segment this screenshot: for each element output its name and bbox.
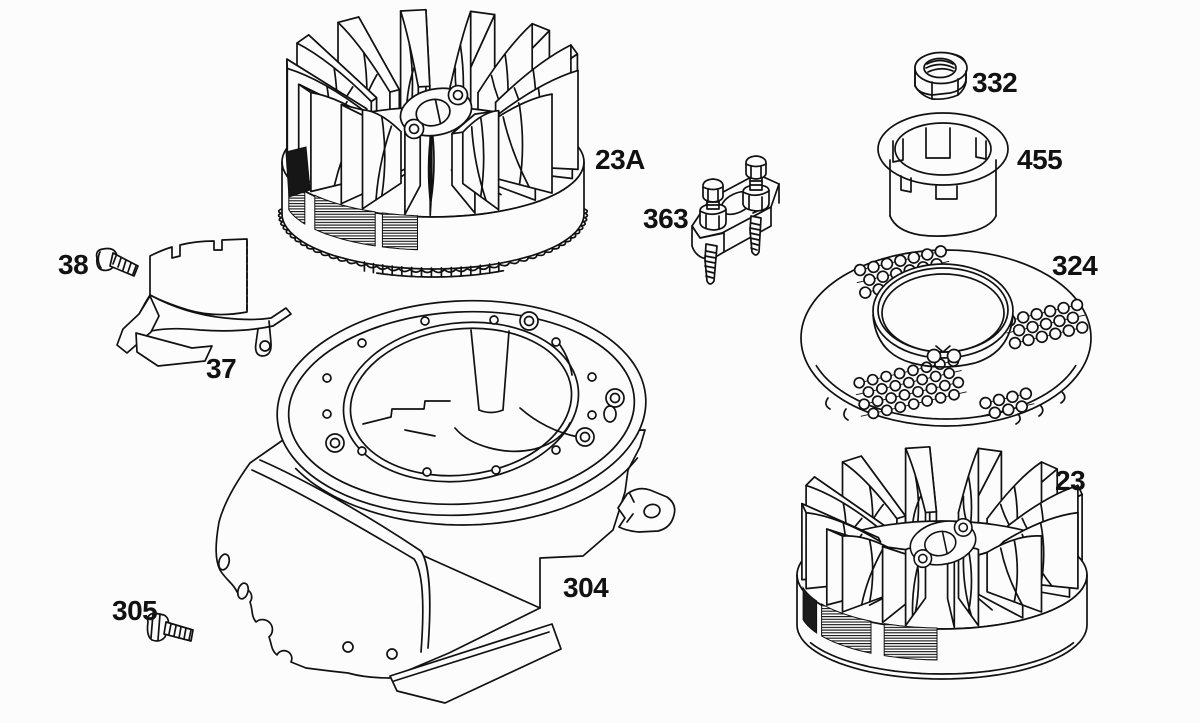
svg-text:38: 38 <box>58 249 88 280</box>
svg-text:363: 363 <box>643 203 688 234</box>
svg-text:455: 455 <box>1017 144 1062 175</box>
svg-text:304: 304 <box>563 572 609 603</box>
svg-text:23A: 23A <box>595 144 645 175</box>
svg-text:324: 324 <box>1052 250 1098 281</box>
svg-text:305: 305 <box>112 595 157 626</box>
svg-text:23: 23 <box>1055 465 1085 496</box>
svg-text:332: 332 <box>972 67 1017 98</box>
svg-text:37: 37 <box>206 353 236 384</box>
